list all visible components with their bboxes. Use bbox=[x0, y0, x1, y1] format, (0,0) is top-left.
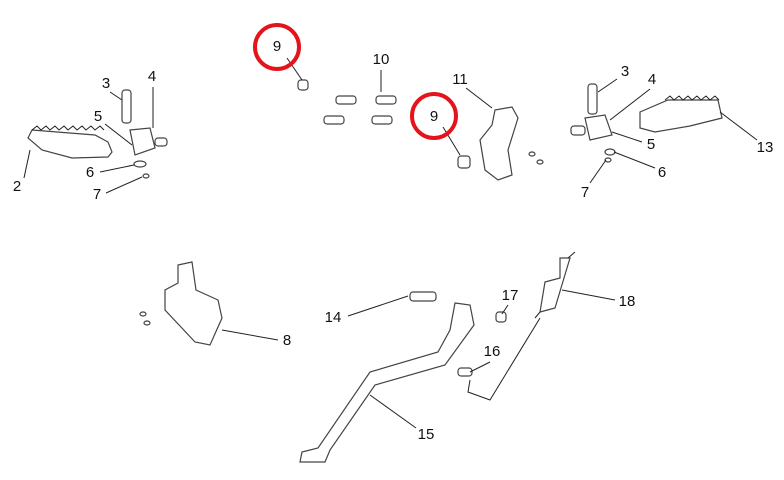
callout-3-right: 3 bbox=[621, 63, 629, 80]
callout-4-right: 4 bbox=[648, 71, 656, 88]
callout-9-top: 9 bbox=[273, 38, 281, 55]
callout-6-left: 6 bbox=[86, 164, 94, 181]
callout-5-right: 5 bbox=[647, 136, 655, 153]
callout-11: 11 bbox=[452, 71, 468, 88]
callout-3-left: 3 bbox=[102, 75, 110, 92]
callout-8: 8 bbox=[283, 332, 291, 349]
center-pins bbox=[297, 79, 471, 169]
center-plate bbox=[479, 106, 544, 181]
callout-14: 14 bbox=[325, 309, 342, 326]
callout-16: 16 bbox=[484, 343, 501, 360]
stand-bracket bbox=[139, 261, 223, 346]
callout-7-left: 7 bbox=[93, 186, 101, 203]
callout-18: 18 bbox=[619, 293, 636, 310]
left-bracket bbox=[121, 89, 168, 179]
callout-10: 10 bbox=[373, 51, 390, 68]
right-footpeg bbox=[639, 95, 723, 133]
callout-2: 2 bbox=[13, 178, 21, 195]
callout-6-right: 6 bbox=[658, 164, 666, 181]
callout-17: 17 bbox=[502, 287, 519, 304]
leader-lines bbox=[23, 57, 758, 429]
right-bracket bbox=[570, 83, 616, 163]
callout-13: 13 bbox=[757, 139, 774, 156]
side-stand bbox=[299, 291, 507, 463]
callout-9-middle: 9 bbox=[430, 108, 438, 125]
left-footpeg bbox=[27, 125, 113, 159]
spring bbox=[467, 251, 576, 401]
callout-7-right: 7 bbox=[581, 184, 589, 201]
highlight-circle-9-middle bbox=[410, 92, 458, 140]
highlight-circle-9-top bbox=[253, 23, 301, 71]
callout-4-left: 4 bbox=[148, 68, 156, 85]
callout-5-left: 5 bbox=[94, 108, 102, 125]
callout-15: 15 bbox=[418, 426, 435, 443]
